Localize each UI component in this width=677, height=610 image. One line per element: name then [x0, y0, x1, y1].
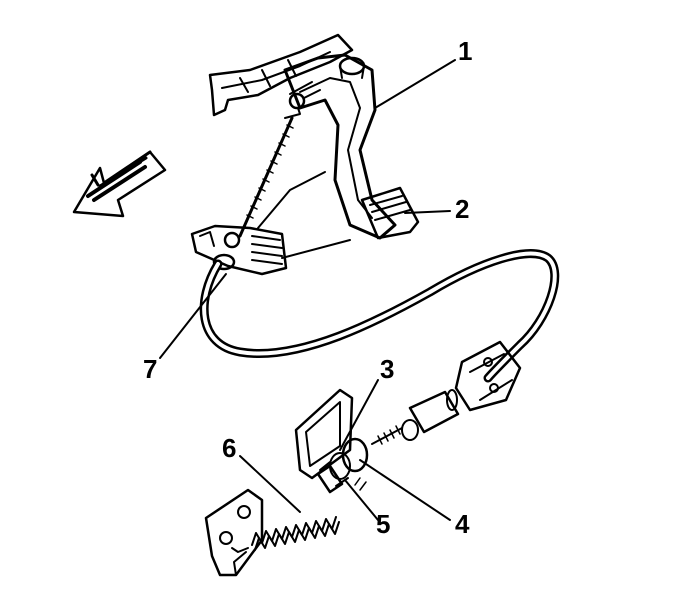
equalizer-nut-assembly [316, 437, 369, 494]
callout-6: 6 [222, 433, 236, 463]
cable-bracket-upper [190, 224, 288, 276]
parking-brake-pedal [283, 53, 397, 240]
parking-brake-cable [199, 249, 560, 383]
adjuster-rod-upper [238, 107, 301, 238]
pedal-pad [360, 186, 420, 240]
cable-end-clip [454, 340, 522, 412]
callout-4: 4 [455, 509, 470, 539]
callout-7: 7 [143, 354, 157, 384]
callout-2: 2 [455, 194, 469, 224]
cable-sleeve [371, 389, 460, 445]
guide-wire-lower [281, 239, 351, 259]
return-spring [231, 516, 340, 553]
callout-1: 1 [458, 36, 472, 66]
callout-3: 3 [380, 354, 394, 384]
pedal-mounting-bracket [208, 33, 354, 117]
guide-wire [257, 171, 326, 229]
direction-arrow-icon [72, 150, 167, 218]
callout-5: 5 [376, 509, 390, 539]
lower-anchor-bracket [204, 488, 264, 577]
equalizer-mounting-plate [294, 388, 354, 480]
leader-lines [159, 59, 456, 521]
